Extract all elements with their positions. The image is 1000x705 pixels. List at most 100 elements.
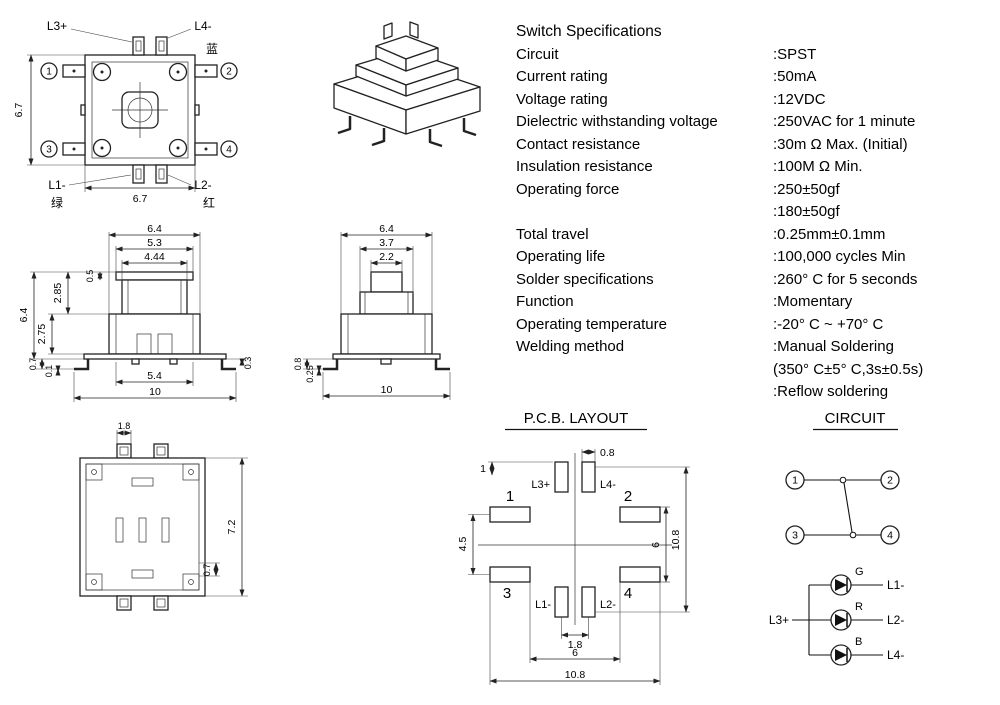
pad-number: 2: [624, 488, 632, 505]
pin-number: 1: [46, 67, 52, 78]
circuit-diagram: CIRCUIT 1 2 3 4 L3+: [769, 410, 904, 666]
spec-label: Current rating: [516, 68, 608, 85]
spec-value: :250±50gf: [773, 180, 840, 198]
spec-label: Contact resistance: [516, 135, 641, 153]
pad-number: 4: [624, 585, 632, 602]
spec-row: Operating temperature :-20° C ~ +70° C: [516, 314, 998, 337]
spec-value: :100,000 cycles Min: [773, 248, 906, 265]
spec-label: [516, 359, 773, 382]
spec-row: Insulation resistance:100M Ω Min.: [516, 156, 998, 179]
dim-foot-height: 0.8: [293, 358, 303, 371]
spec-row: Total travel :0.25mm±0.1mm: [516, 224, 998, 247]
lead-label-l3: L3+: [47, 19, 67, 33]
dim-slot-width: 0.7: [202, 564, 212, 577]
led-color: R: [855, 601, 863, 613]
pin-callouts: 1 2 3 4: [40, 62, 238, 158]
circuit-pin: 3: [792, 530, 798, 542]
spec-row: Circuit :SPST: [516, 44, 998, 67]
spec-row: :180±50gf: [516, 201, 998, 224]
side-view-body: [323, 271, 450, 371]
dim-body-width: 6.7: [133, 193, 148, 205]
spec-label: Voltage rating: [516, 90, 608, 108]
dim-top-width: 6.4: [147, 223, 162, 235]
pcb-pads: [478, 453, 672, 625]
front-view-body: [74, 271, 236, 371]
dim-pad-gap: 1.8: [568, 639, 583, 651]
spec-value: :SPST: [773, 45, 817, 63]
dim-tab-height: 0.3: [243, 357, 253, 370]
top-view-body: [80, 54, 200, 166]
lead-color-red: 红: [203, 195, 215, 210]
spec-value: :30m Ω Max. (Initial): [773, 135, 908, 153]
spec-value: :Reflow soldering: [773, 383, 889, 400]
spec-value: :260° C for 5 seconds: [773, 270, 918, 288]
dim-cap-width: 5.3: [147, 237, 162, 249]
front-view-drawing: 6.4 5.3 4.44 6.4 2.75 2.85 0.5 0.7 0.1: [18, 223, 253, 402]
pin-number: 2: [226, 67, 232, 78]
side-view-dimensions: 6.4 3.7 2.2 0.8 0.25 10: [293, 223, 451, 400]
spec-label: Operating temperature: [516, 315, 667, 333]
isometric-view-drawing: [333, 21, 481, 148]
spec-label: Insulation resistance: [516, 158, 653, 175]
dim-body-height: 6.7: [13, 103, 25, 118]
circuit-pin: 2: [887, 475, 893, 487]
spec-value: (350° C±5° C,3s±0.5s): [773, 360, 924, 378]
top-view-drawing: 1 2 3 4 L3+ L4- 蓝 L1- 绿 L2- 红 6.7: [13, 19, 238, 210]
spec-row: Dielectric withstanding voltage :250VAC f…: [516, 111, 998, 134]
spec-row: Function :Momentary: [516, 291, 998, 314]
led-array: L3+ G L1- R L2- B L4-: [769, 566, 904, 666]
spec-value: :0.25mm±0.1mm: [773, 225, 886, 243]
circuit-pin: 1: [792, 475, 798, 487]
spec-value: :12VDC: [773, 90, 826, 108]
pcb-dimensions: 0.8 1 4.5 6 10.8 1.8 6 10.8: [457, 447, 690, 685]
dim-foot-thickness: 0.1: [44, 365, 54, 378]
pad-label-l4: L4-: [600, 479, 616, 491]
spec-label: Function: [516, 293, 574, 310]
spec-row: Welding method:Manual Soldering: [516, 336, 998, 359]
spec-label: [516, 381, 773, 404]
dim-total-width: 10: [149, 386, 161, 398]
dim-total-horizontal: 10.8: [565, 669, 586, 681]
spec-row: :Reflow soldering: [516, 381, 998, 404]
bottom-view-dimensions: 1.8 0.7 7.2: [116, 421, 248, 597]
pcb-layout-title: P.C.B. LAYOUT: [524, 410, 628, 427]
dim-row-pitch: 4.5: [457, 537, 469, 552]
spec-row: Voltage rating :12VDC: [516, 89, 998, 112]
switch-contacts: 1 2 3 4: [785, 470, 900, 545]
spec-value: :180±50gf: [773, 203, 840, 220]
dim-edge-offset: 1: [480, 463, 486, 475]
dim-span-horizontal: 6: [572, 647, 578, 659]
dim-upper-height: 2.85: [52, 283, 64, 304]
dim-stem-width: 4.44: [144, 251, 165, 263]
spec-label: Dielectric withstanding voltage: [516, 113, 718, 130]
bottom-view-drawing: 1.8 0.7 7.2: [79, 421, 248, 611]
spec-label: Welding method: [516, 338, 625, 355]
spec-label: Operating force: [516, 180, 620, 198]
spec-row: Operating life:100,000 cycles Min: [516, 246, 998, 269]
lead-color-blue: 蓝: [206, 42, 218, 56]
isometric-switch: [333, 21, 481, 148]
spec-label: Circuit: [516, 45, 559, 63]
dim-total-vertical: 10.8: [670, 530, 682, 551]
spec-value: :250VAC for 1 minute: [773, 113, 916, 130]
spec-label: [516, 201, 773, 224]
dim-foot-thickness: 0.25: [305, 365, 315, 383]
dim-seat-width: 5.4: [147, 370, 162, 382]
pad-label-l3: L3+: [531, 479, 550, 491]
front-view-dimensions: 6.4 5.3 4.44 6.4 2.75 2.85 0.5 0.7 0.1: [18, 223, 253, 402]
spec-value: :-20° C ~ +70° C: [773, 315, 884, 333]
dim-total-height: 6.4: [18, 308, 30, 323]
side-view-drawing: 6.4 3.7 2.2 0.8 0.25 10: [293, 223, 451, 400]
spec-row: Solder specifications:260° C for 5 secon…: [516, 269, 998, 292]
anode-label: L3+: [769, 613, 789, 627]
pad-number: 1: [506, 488, 514, 505]
spec-label: Total travel: [516, 225, 589, 243]
spec-value: :Momentary: [773, 293, 853, 310]
lead-label-l2: L2-: [194, 178, 211, 192]
spec-row: Operating force :250±50gf: [516, 179, 998, 202]
pcb-layout-drawing: P.C.B. LAYOUT 1 2 3 4 L3+ L4- L1- L2-: [457, 410, 690, 685]
pad-label-l1: L1-: [535, 599, 551, 611]
pad-number: 3: [503, 585, 511, 602]
dim-total-width: 10: [381, 384, 393, 396]
